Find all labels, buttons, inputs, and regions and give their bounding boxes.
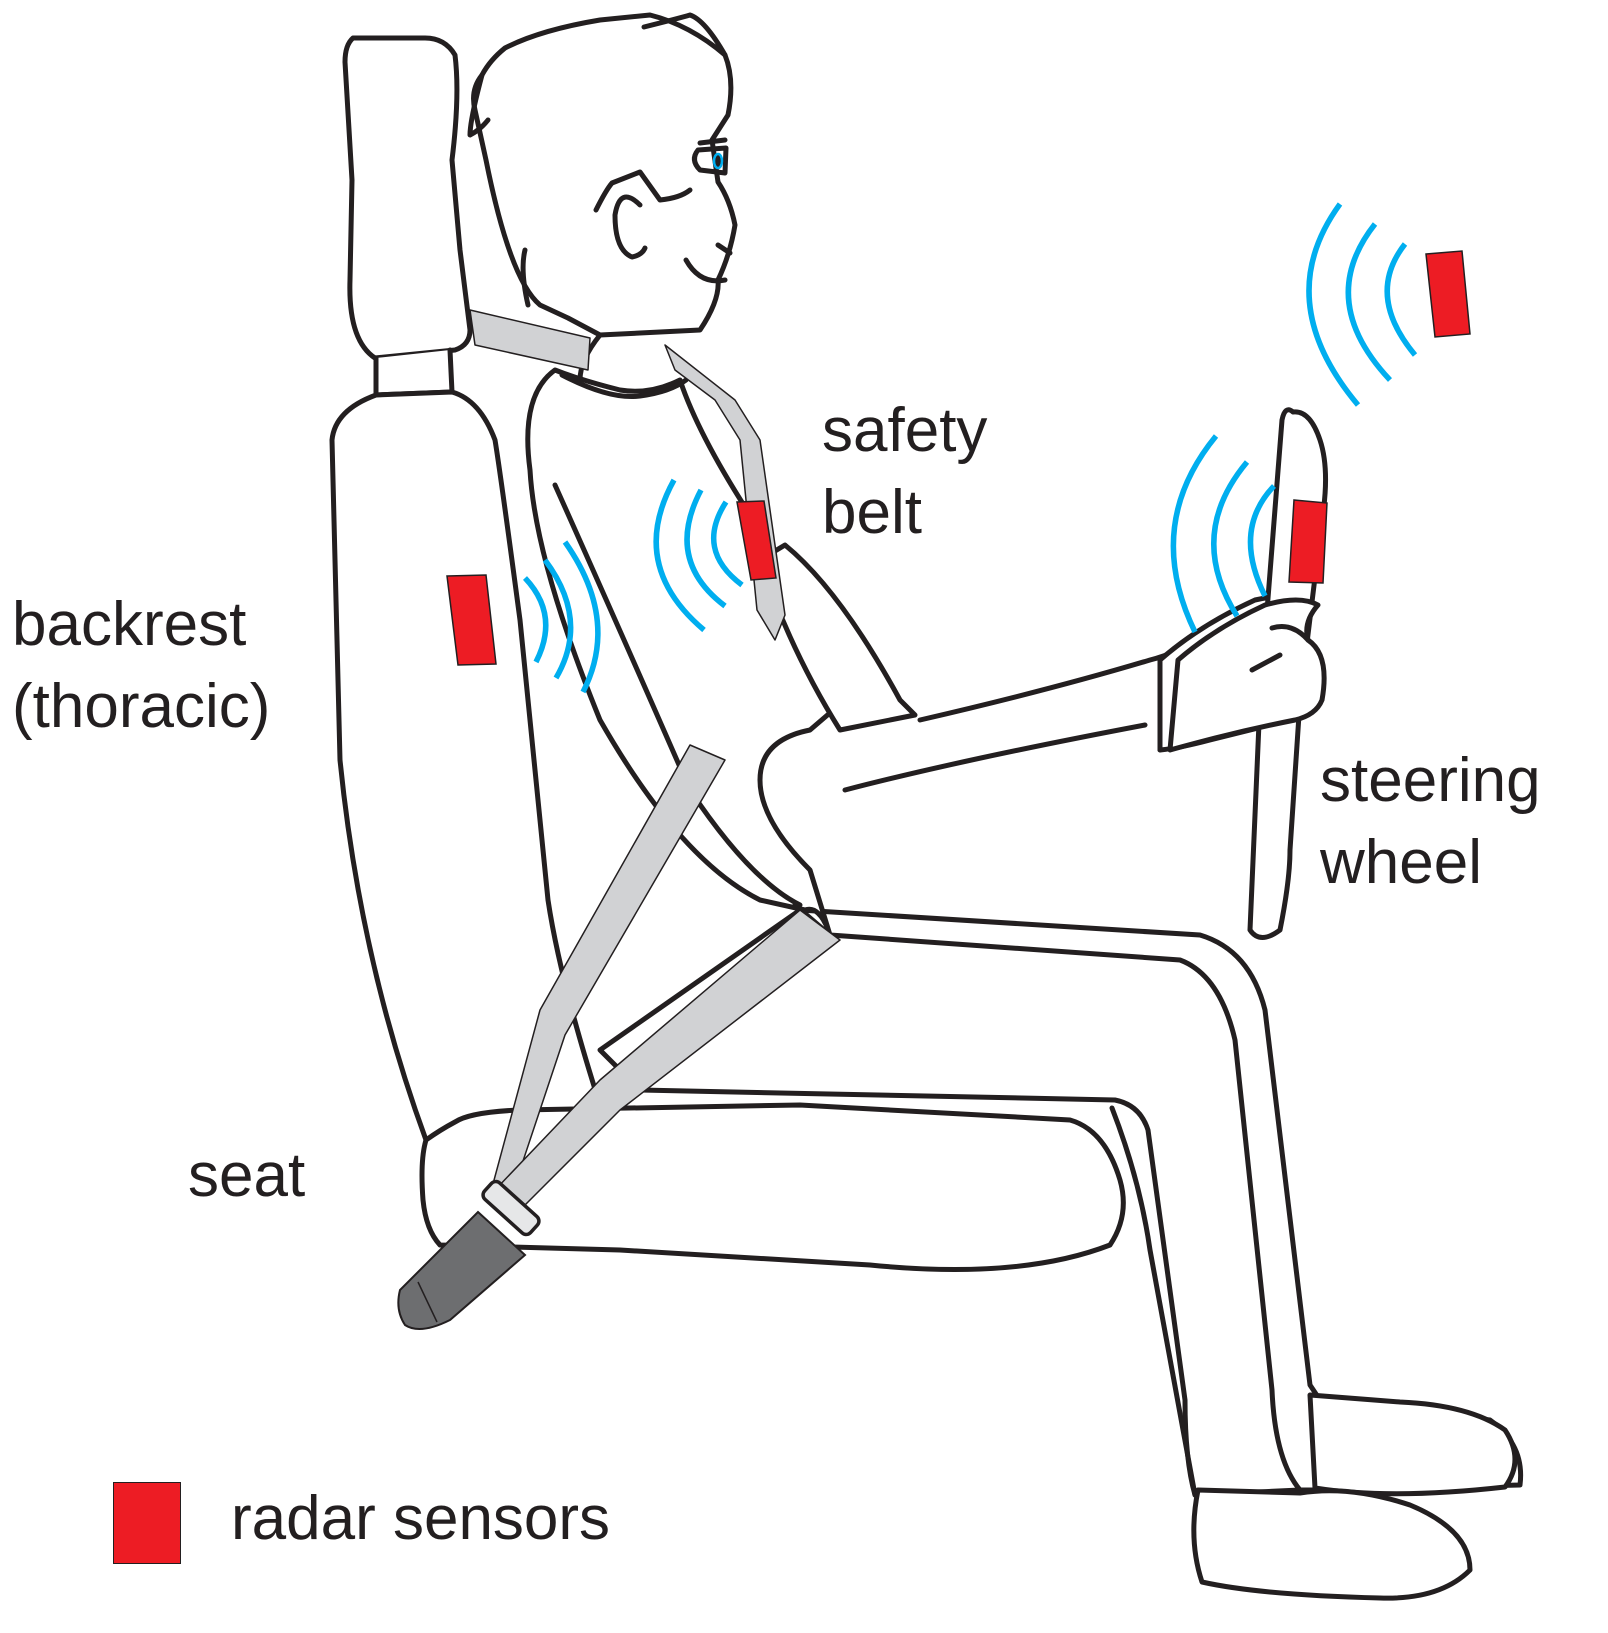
hair-back-line (467, 72, 491, 138)
radar-sensor-icon (446, 574, 497, 666)
radar-sensor-icon (1425, 250, 1471, 338)
shoe-back (1307, 1392, 1518, 1497)
shin-line (1109, 1105, 1198, 1498)
arm-line-lower (842, 722, 1148, 793)
eye-iris-icon (712, 152, 724, 170)
eyebrow (697, 137, 728, 146)
torso-side-line (552, 482, 803, 908)
label-steering-wheel-line1: steering (1320, 746, 1541, 815)
radar-sensor-icon (1288, 499, 1328, 584)
hair-stroke (641, 12, 728, 58)
mouth (683, 242, 733, 284)
label-safety-belt-line1: safety (822, 396, 988, 465)
label-safety-belt-line2: belt (822, 478, 922, 547)
radar-sensor-top-right (1306, 202, 1471, 407)
car-seat (329, 35, 1126, 1272)
sideburn (593, 169, 693, 213)
legend-radar-sensor-swatch-icon (113, 1482, 181, 1564)
label-steering-wheel: steering wheel (1320, 740, 1541, 904)
backrest (329, 389, 603, 1143)
buckle-seam (417, 1281, 438, 1323)
head (471, 12, 738, 338)
label-seat: seat (188, 1135, 305, 1217)
finger-lines (1249, 624, 1311, 673)
seat-cushion (419, 1102, 1126, 1272)
belt-upper-strap (469, 309, 591, 371)
collar (559, 372, 689, 400)
label-backrest-line2: (thoracic) (12, 672, 271, 741)
label-safety-belt: safety belt (822, 390, 987, 554)
label-steering-wheel-line2: wheel (1320, 828, 1482, 897)
radar-sensor-icon (736, 500, 777, 581)
label-backrest-line1: backrest (12, 590, 247, 659)
leg-inner-line (827, 932, 1303, 1493)
radar-waves-icon (1306, 202, 1418, 407)
radar-waves-icon (1170, 434, 1276, 634)
radar-sensor-safety-belt (653, 478, 777, 633)
legend-label: radar sensors (231, 1484, 611, 1553)
hand-front (1167, 597, 1327, 753)
torso (525, 367, 848, 938)
radar-sensor-steering-wheel (1170, 434, 1328, 634)
label-seat-line1: seat (188, 1141, 306, 1210)
headrest (342, 35, 473, 361)
radar-waves-icon (522, 540, 601, 694)
belt-buckle (397, 1210, 527, 1330)
radar-sensor-backrest (446, 540, 601, 694)
buckle-ring (481, 1179, 541, 1237)
ear (612, 194, 648, 260)
eye (692, 145, 729, 176)
radar-waves-icon (653, 478, 744, 633)
shoe-front (1191, 1487, 1473, 1601)
label-backrest: backrest (thoracic) (12, 584, 270, 748)
